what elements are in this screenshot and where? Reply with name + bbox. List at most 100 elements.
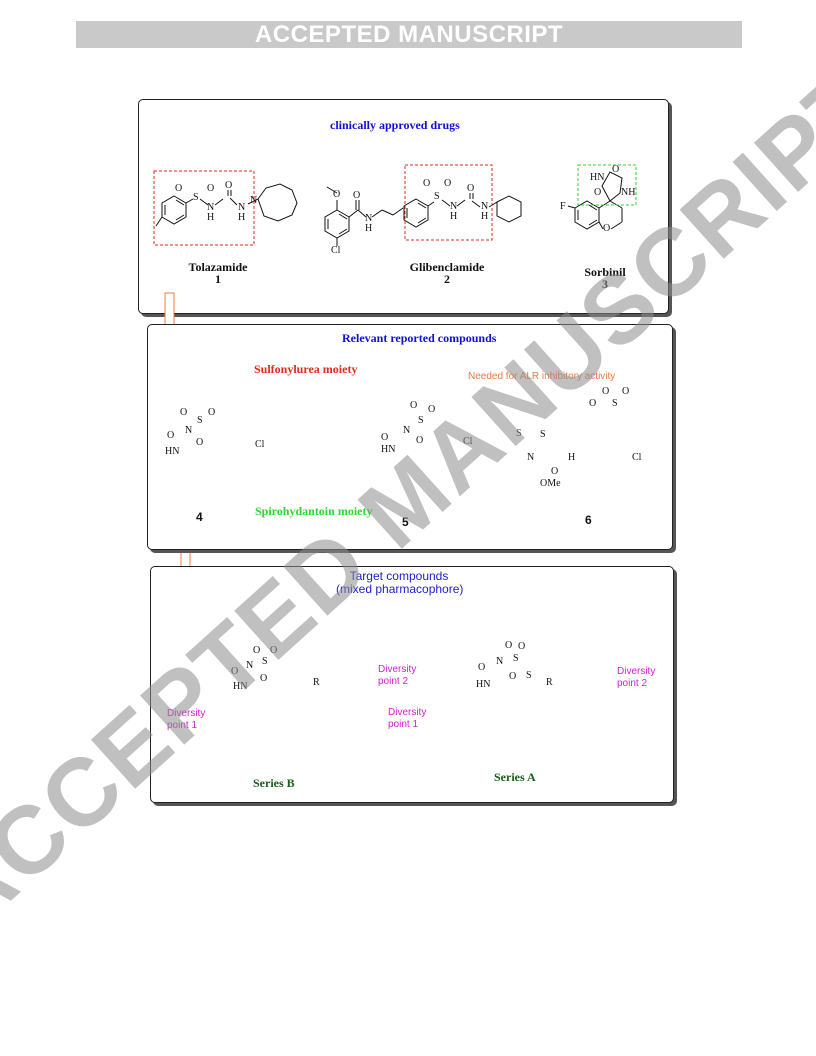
- atom-n: N: [246, 660, 254, 671]
- cyclohexyl-ring: [496, 195, 522, 223]
- atom-n: N: [185, 425, 193, 436]
- panel3-title-line1: Target compounds: [349, 569, 449, 583]
- atom-s: S: [193, 192, 199, 203]
- atom-hn: HN: [381, 444, 396, 455]
- atom-hn: HN: [590, 172, 605, 183]
- atom-s: S: [516, 428, 522, 439]
- atom-o: O: [231, 666, 239, 677]
- sorbinil-hydantoin-ring: [601, 171, 623, 202]
- diversity-point-1-label-b-line2: point 1: [167, 720, 198, 731]
- series-b-label: Series B: [253, 776, 295, 790]
- atom-o: O: [505, 640, 513, 651]
- target-compounds-panel: [150, 566, 674, 803]
- atom-nh: NH: [621, 187, 636, 198]
- atom-n: N: [207, 202, 215, 213]
- atom-o: O: [594, 187, 602, 198]
- atom-o: O: [444, 178, 452, 189]
- atom-s: S: [434, 191, 440, 202]
- panel2-title: Relevant reported compounds: [342, 331, 497, 345]
- atom-f: F: [560, 201, 566, 212]
- atom-o: O: [175, 183, 183, 194]
- atom-n: N: [403, 425, 411, 436]
- atom-o: O: [167, 430, 175, 441]
- atom-o: O: [622, 386, 630, 397]
- drug-name-sorbinil: Sorbinil: [584, 265, 626, 279]
- atom-o: O: [416, 435, 424, 446]
- compound-number-6: 6: [585, 513, 592, 527]
- atom-h: H: [481, 211, 489, 222]
- atom-n: N: [250, 195, 258, 206]
- atom-o: O: [180, 407, 188, 418]
- atom-h: H: [207, 212, 215, 223]
- atom-s: S: [526, 670, 532, 681]
- atom-cl: Cl: [463, 436, 473, 447]
- atom-n: N: [527, 452, 535, 463]
- atom-o: O: [410, 400, 418, 411]
- atom-o: O: [467, 183, 475, 194]
- atom-n: N: [238, 202, 246, 213]
- atom-s: S: [513, 653, 519, 664]
- series-a-label: Series A: [494, 770, 536, 784]
- atom-cl: Cl: [255, 439, 265, 450]
- reported-compounds-panel: [147, 324, 673, 550]
- atom-o: O: [253, 645, 261, 656]
- atom-o: O: [612, 164, 620, 175]
- diversity-point-2-label-a-line2: point 2: [617, 678, 648, 689]
- diversity-point-2-label-b-line1: Diversity: [378, 664, 417, 675]
- compound-number-5: 5: [402, 515, 409, 529]
- atom-r: R: [313, 677, 320, 688]
- atom-o: O: [207, 183, 215, 194]
- accepted-manuscript-banner: ACCEPTED MANUSCRIPT: [76, 21, 742, 48]
- azepane-ring: [257, 183, 298, 222]
- atom-o: O: [381, 432, 389, 443]
- atom-o: O: [589, 398, 597, 409]
- atom-n: N: [496, 656, 504, 667]
- atom-h: H: [450, 211, 458, 222]
- atom-cl: Cl: [331, 245, 341, 256]
- tolazamide-benzene-ring: [161, 195, 187, 225]
- atom-h: H: [238, 212, 246, 223]
- sorbinil-hydantoin-box: [577, 164, 637, 206]
- drug-number-2: 2: [444, 272, 450, 286]
- atom-hn: HN: [165, 446, 180, 457]
- atom-cl: Cl: [632, 452, 642, 463]
- tolazamide-sulfonylurea-box: [153, 170, 255, 246]
- atom-o: O: [551, 466, 559, 477]
- atom-h: H: [365, 223, 373, 234]
- drug-name-glibenclamide: Glibenclamide: [409, 260, 485, 274]
- glibenclamide-chlorobenzene-ring: [324, 209, 350, 239]
- atom-s: S: [262, 656, 268, 667]
- compound-number-4: 4: [196, 510, 203, 524]
- alr-activity-label: Needed for ALR inhibitory activity: [468, 371, 616, 382]
- atom-o: O: [225, 180, 233, 191]
- atom-s: S: [540, 429, 546, 440]
- glibenclamide-sulfonylurea-box: [404, 164, 493, 241]
- drug-name-tolazamide: Tolazamide: [188, 260, 248, 274]
- drug-number-3: 3: [602, 277, 608, 291]
- panel1-title: clinically approved drugs: [330, 118, 460, 132]
- atom-hn: HN: [233, 681, 248, 692]
- atom-r: R: [546, 677, 553, 688]
- atom-n: N: [481, 201, 489, 212]
- atom-o: O: [333, 189, 341, 200]
- atom-h: H: [568, 452, 576, 463]
- atom-o: O: [518, 641, 526, 652]
- atom-o: O: [260, 673, 268, 684]
- diversity-point-1-label-a-line2: point 1: [388, 719, 419, 730]
- panel3-title-line2: (mixed pharmacophore): [336, 582, 464, 596]
- atom-o: O: [509, 671, 517, 682]
- atom-ome: OMe: [540, 478, 561, 489]
- atom-o: O: [423, 178, 431, 189]
- drug-number-1: 1: [215, 272, 221, 286]
- sulfonylurea-moiety-label: Sulfonylurea moiety: [254, 362, 358, 376]
- atom-o: O: [208, 407, 216, 418]
- atom-s: S: [418, 415, 424, 426]
- atom-o: O: [428, 404, 436, 415]
- spirohydantoin-moiety-label: Spirohydantoin moiety: [255, 504, 373, 518]
- diversity-point-1-label-a-line1: Diversity: [388, 707, 427, 718]
- atom-o: O: [270, 645, 278, 656]
- diversity-point-2-label-b-line2: point 2: [378, 676, 409, 687]
- atom-hn: HN: [476, 679, 491, 690]
- atom-o: O: [602, 386, 610, 397]
- atom-o: O: [353, 190, 361, 201]
